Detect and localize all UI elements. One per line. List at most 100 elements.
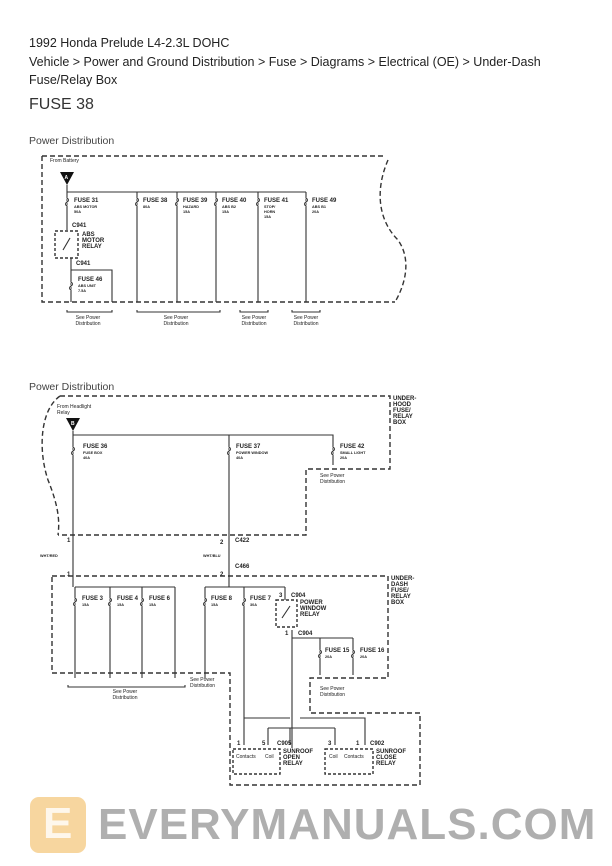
wire xyxy=(66,185,307,302)
sunroof-open-relay-box xyxy=(232,748,281,775)
open-relay-contacts: Contacts xyxy=(236,754,256,760)
diagram-label: Distribution xyxy=(75,321,100,327)
diagram-label: See Power xyxy=(113,689,138,695)
diagram-label: FUSE 8 xyxy=(211,596,233,602)
diagram-label: POWER xyxy=(300,600,323,606)
connector-a-icon xyxy=(60,172,74,185)
diagram-label: FUSE 42 xyxy=(340,444,365,450)
diagram-label: OPEN xyxy=(283,755,300,761)
diagram-label: FUSE 31 xyxy=(74,198,99,204)
connector-b-label: B xyxy=(71,421,75,427)
diagram-label: 15A xyxy=(149,603,156,607)
underhood-box-boundary xyxy=(41,395,391,536)
diagram-label: Distribution xyxy=(112,695,137,701)
diagram-label: 20A xyxy=(340,456,347,460)
source-label: From Battery xyxy=(50,158,79,164)
diagram-label: HAZARD xyxy=(183,205,199,209)
close-relay-contacts: Contacts xyxy=(344,754,364,760)
diagram-label: 15A xyxy=(264,215,271,219)
diagram-label: FUSE 38 xyxy=(143,198,168,204)
watermark-logo: E xyxy=(30,797,86,853)
connector-c904-bottom: C904 xyxy=(298,631,313,637)
diagram-label: UNDER- xyxy=(391,576,414,582)
wire xyxy=(72,431,366,748)
diagram-label: See Power xyxy=(320,473,345,479)
diagram-label: Distribution xyxy=(190,683,215,689)
pin-5-c905: 5 xyxy=(262,741,266,747)
open-relay-coil: Coil xyxy=(265,754,274,760)
pin-1-lower: 1 xyxy=(67,572,71,578)
power-window-relay-box xyxy=(275,599,298,628)
diagram-label: 20A xyxy=(312,210,319,214)
pin-3-c904: 3 xyxy=(279,593,283,599)
diagram-label: 15A xyxy=(183,210,190,214)
diagram-label: SMALL LIGHT xyxy=(340,451,366,455)
diagram-label: FUSE 4 xyxy=(117,596,139,602)
diagram-label: SUNROOF xyxy=(376,749,406,755)
diagram-label: RELAY xyxy=(376,761,396,767)
breadcrumb: Vehicle > Power and Ground Distribution … xyxy=(29,55,541,69)
diagram-label: 40A xyxy=(236,456,243,460)
diagram-label: See Power xyxy=(294,315,319,321)
pin-1-c905: 1 xyxy=(237,741,241,747)
diagram-label: RELAY xyxy=(391,594,411,600)
diagram-label: 20A xyxy=(360,655,367,659)
connector-c941-bottom: C941 xyxy=(76,261,91,267)
diagram-label: FUSE BOX xyxy=(83,451,103,455)
diagram-label: 7.5A xyxy=(78,289,86,293)
braces xyxy=(66,310,321,313)
diagram-label: ABS MOTOR xyxy=(74,205,97,209)
diagram-label: ABS UNIT xyxy=(78,284,97,288)
wire xyxy=(281,605,291,619)
pin-3-c902: 3 xyxy=(328,741,332,747)
wire-color-1: WHT/RED xyxy=(40,554,58,558)
diagram-label: BOX xyxy=(391,600,404,606)
diagram-label: See Power xyxy=(76,315,101,321)
diagram-label: See Power xyxy=(242,315,267,321)
diagram-label: Distribution xyxy=(320,479,345,485)
fuse-symbols xyxy=(64,197,309,291)
diagram-label: 20A xyxy=(325,655,332,659)
sunroof-close-relay-box xyxy=(324,748,374,775)
connector-c466: C466 xyxy=(235,564,250,570)
diagram-label: RELAY xyxy=(82,244,102,250)
connector-c422: C422 xyxy=(235,538,250,544)
connector-c904-top: C904 xyxy=(291,593,306,599)
diagram-label: FUSE/ xyxy=(393,408,411,414)
diagram-label: WINDOW xyxy=(300,606,327,612)
wire xyxy=(62,237,71,251)
diagram-label: ABS B1 xyxy=(312,205,326,209)
diagram-label: Distribution xyxy=(320,692,345,698)
watermark: EVERYMANUALS.COM xyxy=(98,800,597,849)
diagram-label: FUSE 39 xyxy=(183,198,208,204)
pin-2-lower: 2 xyxy=(220,572,224,578)
page-title: FUSE 38 xyxy=(29,96,94,113)
underdash-box-boundary xyxy=(51,575,421,786)
diagram-label: 15A xyxy=(117,603,124,607)
diagram-label: Distribution xyxy=(293,321,318,327)
diagram-label: DASH xyxy=(391,582,408,588)
